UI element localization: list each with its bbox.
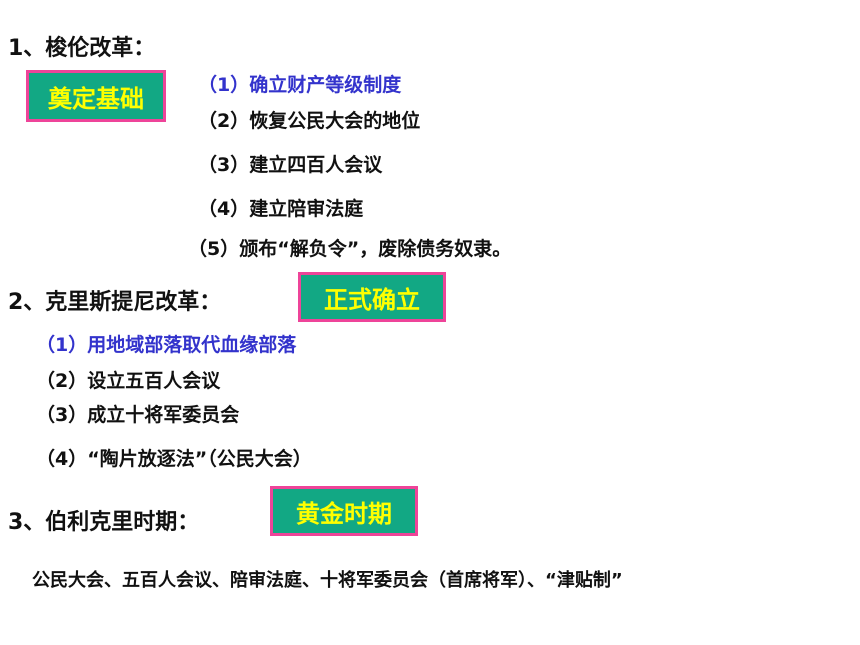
section1-item-2: （2）恢复公民大会的地位 — [198, 110, 421, 132]
section1-heading: 1、梭伦改革： — [8, 36, 156, 61]
section3-summary: 公民大会、五百人会议、陪审法庭、十将军委员会（首席将军）、“津贴制” — [32, 570, 623, 591]
section2-item-4: （4）“陶片放逐法”（公民大会） — [36, 448, 312, 470]
section3-badge: 黄金时期 — [270, 486, 418, 536]
section2-badge: 正式确立 — [298, 272, 446, 322]
section1-badge: 奠定基础 — [26, 70, 166, 122]
section2-item-1: （1）用地域部落取代血缘部落 — [36, 334, 297, 356]
section3-heading: 3、伯利克里时期： — [8, 510, 200, 535]
section2-heading: 2、克里斯提尼改革： — [8, 290, 222, 315]
section2-item-2: （2）设立五百人会议 — [36, 370, 221, 392]
section1-item-1: （1）确立财产等级制度 — [198, 74, 402, 96]
section1-item-4: （4）建立陪审法庭 — [198, 198, 364, 220]
section1-item-3: （3）建立四百人会议 — [198, 154, 383, 176]
section1-item-5: （5）颁布“解负令”，废除债务奴隶。 — [188, 238, 512, 260]
section2-item-3: （3）成立十将军委员会 — [36, 404, 240, 426]
